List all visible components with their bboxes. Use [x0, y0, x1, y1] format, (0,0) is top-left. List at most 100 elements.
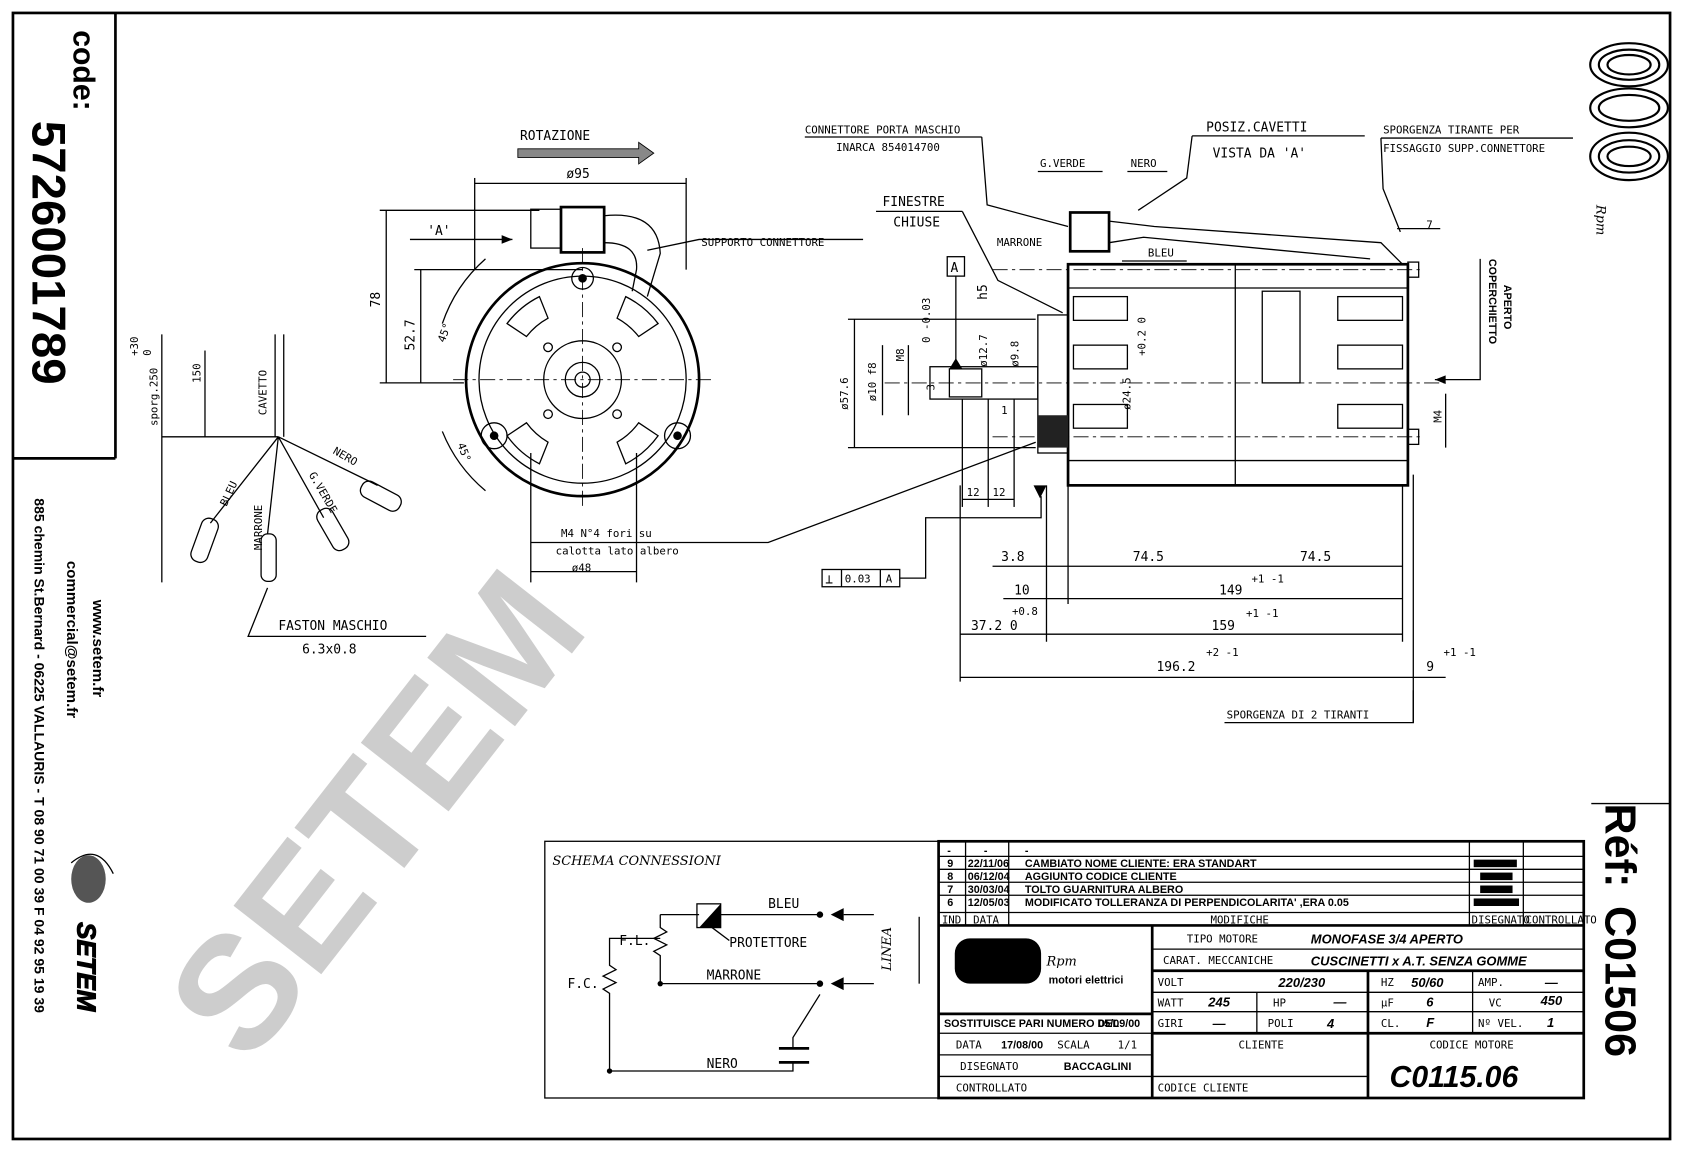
svg-text:12: 12: [967, 486, 980, 499]
svg-text:NERO: NERO: [707, 1057, 738, 1072]
svg-text:+2 -1: +2 -1: [1206, 646, 1238, 659]
svg-text:78: 78: [369, 292, 384, 308]
revision-rows: - - - 9 22/11/06 CAMBIATO NOME CLIENTE: …: [947, 845, 1520, 909]
svg-text:22/11/06: 22/11/06: [968, 858, 1009, 870]
svg-text:'A': 'A': [427, 224, 450, 239]
svg-text:MARRONE: MARRONE: [707, 968, 762, 983]
svg-text:BLEU: BLEU: [768, 897, 799, 912]
svg-text:CONTROLLATO: CONTROLLATO: [956, 1082, 1027, 1095]
svg-text:VOLT: VOLT: [1158, 976, 1184, 989]
svg-text:+1 -1: +1 -1: [1443, 646, 1475, 659]
setem-logo-text: SETEM: [72, 922, 100, 1013]
svg-text:AGGIUNTO CODICE CLIENTE: AGGIUNTO CODICE CLIENTE: [1025, 871, 1177, 883]
svg-text:ROTAZIONE: ROTAZIONE: [520, 129, 590, 144]
title-block: - - - 9 22/11/06 CAMBIATO NOME CLIENTE: …: [937, 839, 1597, 1100]
svg-text:9: 9: [1426, 660, 1434, 675]
svg-text:SUPPORTO CONNETTORE: SUPPORTO CONNETTORE: [701, 236, 824, 249]
svg-text:MARRONE: MARRONE: [252, 505, 265, 550]
svg-text:BLEU: BLEU: [217, 479, 240, 508]
revision-row: 8 06/12/04 AGGIUNTO CODICE CLIENTE: [947, 871, 1513, 883]
svg-text:CODICE MOTORE: CODICE MOTORE: [1429, 1038, 1513, 1051]
svg-text:8: 8: [947, 871, 953, 883]
contact-info: www.setem.fr commercial@setem.fr 885 che…: [32, 498, 114, 1013]
svg-text:+1 -1: +1 -1: [1251, 572, 1283, 585]
svg-text:0: 0: [141, 349, 154, 355]
revision-header: IND DATA MODIFICHE DISEGNATO CONTROLLATO: [942, 913, 1597, 926]
svg-text:MODIFICATO TOLLERANZA DI PERPE: MODIFICATO TOLLERANZA DI PERPENDICOLARIT…: [1025, 897, 1349, 909]
code-label: code:: [66, 30, 99, 111]
svg-text:+1 -1: +1 -1: [1246, 607, 1278, 620]
svg-text:ø95: ø95: [566, 167, 589, 182]
svg-text:ø10 f8: ø10 f8: [866, 362, 879, 401]
svg-text:Nº VEL.: Nº VEL.: [1478, 1017, 1523, 1030]
svg-text:MODIFICHE: MODIFICHE: [1210, 913, 1268, 926]
svg-text:45°: 45°: [435, 321, 454, 344]
svg-text:45°: 45°: [455, 441, 474, 464]
svg-text:3.8: 3.8: [1001, 550, 1024, 565]
svg-text:BLEU: BLEU: [1148, 247, 1174, 260]
side-view: CONNETTORE PORTA MASCHIO INARCA 85401470…: [805, 121, 1573, 724]
wiring-schematic: SCHEMA CONNESSIONI BLEU PROTETTORE F.L. …: [544, 840, 940, 1099]
svg-text:159: 159: [1212, 619, 1235, 634]
svg-text:sporg.250: sporg.250: [148, 368, 161, 426]
svg-text:196.2: 196.2: [1157, 660, 1196, 675]
svg-text:CUSCINETTI x A.T. SENZA GOMME: CUSCINETTI x A.T. SENZA GOMME: [1311, 953, 1527, 968]
svg-text:450: 450: [1540, 993, 1563, 1008]
reference: Réf: C01506: [1591, 802, 1671, 1057]
svg-text:PROTETTORE: PROTETTORE: [729, 936, 807, 951]
svg-text:M4: M4: [1431, 410, 1444, 423]
svg-text:LINEA: LINEA: [880, 927, 895, 972]
svg-text:ø9.8: ø9.8: [1008, 341, 1021, 367]
svg-text:30/03/04: 30/03/04: [968, 884, 1010, 896]
svg-text:ø12.7: ø12.7: [977, 334, 990, 366]
svg-text:ø57.6: ø57.6: [838, 377, 851, 409]
svg-text:-: -: [984, 845, 988, 857]
svg-text:M4 N°4 fori su: M4 N°4 fori su: [561, 527, 652, 540]
svg-text:DISEGNATO: DISEGNATO: [960, 1060, 1018, 1073]
svg-text:SOSTITUISCE PARI NUMERO DEL: SOSTITUISCE PARI NUMERO DEL: [944, 1018, 1119, 1030]
svg-text:F.C.: F.C.: [567, 977, 598, 992]
svg-text:A: A: [886, 572, 893, 585]
svg-text:POSIZ.CAVETTI: POSIZ.CAVETTI: [1206, 121, 1307, 136]
svg-text:BACCAGLINI: BACCAGLINI: [1064, 1061, 1132, 1073]
svg-text:TOLTO GUARNITURA ALBERO: TOLTO GUARNITURA ALBERO: [1025, 884, 1183, 896]
svg-text:CODICE CLIENTE: CODICE CLIENTE: [1158, 1082, 1249, 1095]
svg-text:6.3x0.8: 6.3x0.8: [302, 643, 357, 658]
revision-row: 6 12/05/03 MODIFICATO TOLLERANZA DI PERP…: [947, 897, 1520, 909]
svg-text:4: 4: [1326, 1016, 1334, 1031]
title-logo: Rpm motori elettrici: [954, 938, 1123, 987]
revision-row: 9 22/11/06 CAMBIATO NOME CLIENTE: ERA ST…: [947, 858, 1517, 870]
svg-text:CAMBIATO NOME CLIENTE: ERA STA: CAMBIATO NOME CLIENTE: ERA STANDART: [1025, 858, 1257, 870]
svg-text:—: —: [1332, 994, 1347, 1009]
rpm-coils-icon: [1589, 42, 1669, 182]
svg-text:F: F: [1426, 1015, 1435, 1030]
svg-text:VC: VC: [1489, 996, 1502, 1009]
svg-text:74.5: 74.5: [1133, 550, 1164, 565]
svg-text:6: 6: [1426, 994, 1434, 1009]
svg-text:G.VERDE: G.VERDE: [1040, 157, 1085, 170]
svg-text:M8: M8: [894, 348, 907, 361]
svg-text:6: 6: [947, 897, 953, 909]
svg-text:CONNETTORE PORTA MASCHIO: CONNETTORE PORTA MASCHIO: [805, 124, 961, 137]
svg-text:52.7: 52.7: [403, 319, 418, 350]
svg-text:SCALA: SCALA: [1057, 1038, 1090, 1051]
svg-text:HP: HP: [1273, 996, 1286, 1009]
rpm-coils-icon: [954, 938, 1042, 984]
svg-text:17/08/00: 17/08/00: [1001, 1039, 1043, 1051]
svg-text:WATT: WATT: [1158, 996, 1184, 1009]
svg-text:06/12/04: 06/12/04: [968, 871, 1010, 883]
svg-text:calotta lato albero: calotta lato albero: [556, 544, 679, 557]
svg-text:-: -: [947, 845, 951, 857]
svg-text:APERTO: APERTO: [1501, 285, 1513, 330]
svg-text:MONOFASE 3/4 APERTO: MONOFASE 3/4 APERTO: [1311, 932, 1463, 947]
svg-text:DATA: DATA: [956, 1038, 982, 1051]
svg-text:CHIUSE: CHIUSE: [893, 216, 940, 231]
svg-text:COPERCHIETTO: COPERCHIETTO: [1486, 259, 1498, 344]
svg-text:CARAT. MECCANICHE: CARAT. MECCANICHE: [1163, 954, 1273, 967]
coperchietto-label: COPERCHIETTO APERTO: [1434, 259, 1513, 384]
svg-text:37.2 0: 37.2 0: [971, 619, 1018, 634]
svg-text:SPORGENZA DI 2 TIRANTI: SPORGENZA DI 2 TIRANTI: [1227, 708, 1370, 721]
svg-text:VISTA DA 'A': VISTA DA 'A': [1213, 146, 1306, 161]
svg-text:+0.8: +0.8: [1012, 605, 1038, 618]
